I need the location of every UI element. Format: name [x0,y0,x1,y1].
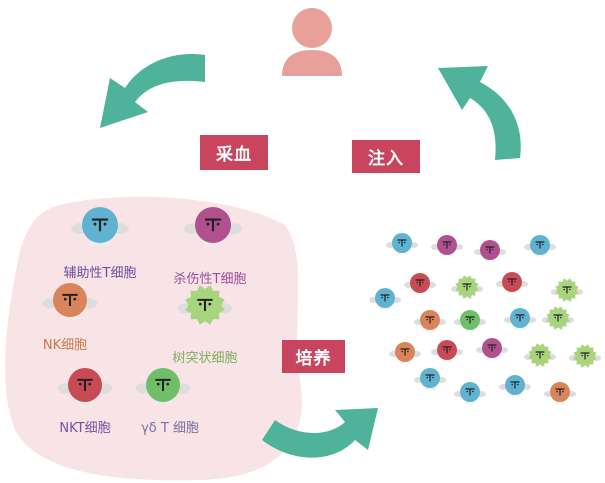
cultured-nkt-cell-icon [431,340,463,362]
cultured-nkt-cell-icon [496,272,528,294]
cultured-nk-cell-icon [414,310,446,332]
step-collect-blood: 采血 [200,135,268,170]
cultured-helper-t-cell-icon [369,288,401,310]
cell-group-blob [5,196,302,481]
cultured-dendritic-cell-icon [451,275,483,299]
killer-t-cell-label: 杀伤性T细胞 [173,272,247,287]
arrow-collect-icon [100,54,205,128]
nk-cell-icon [42,283,98,320]
cultured-gamma-delta-t-cell-icon [454,310,486,332]
dendritic-cell-icon [177,285,233,325]
cultured-dendritic-cell-icon [551,278,583,302]
cultured-helper-t-cell-icon [454,382,486,404]
nk-cell-label: NK细胞 [42,338,88,353]
helper-t-cell-icon [71,207,129,246]
dendritic-cell-label: 树突状细胞 [172,351,238,366]
cultured-helper-t-cell-icon [524,235,556,257]
cultured-nkt-cell-icon [404,273,436,295]
nkt-cell-label: NKT细胞 [59,421,111,436]
person-icon [282,8,342,76]
cultured-helper-t-cell-icon [499,375,531,397]
cultured-killer-t-cell-icon [476,338,508,360]
killer-t-cell-icon [184,207,242,246]
cultured-killer-t-cell-icon [431,235,463,257]
cultured-killer-t-cell-icon [474,240,506,262]
cultured-helper-t-cell-icon [386,233,418,255]
arrow-inject-icon [438,66,521,160]
step-inject: 注入 [352,140,420,173]
cultured-helper-t-cell-icon [414,368,446,390]
cultured-dendritic-cell-icon [569,344,601,368]
arrow-culture-icon [262,408,378,458]
cultured-nk-cell-icon [389,342,421,364]
cultured-helper-t-cell-icon [504,308,536,330]
helper-t-cell-label: 辅助性T细胞 [63,266,137,281]
nkt-cell-icon [57,368,113,405]
cultured-nk-cell-icon [544,382,576,404]
cultured-dendritic-cell-icon [542,306,574,330]
step-culture: 培养 [282,340,345,373]
cultured-dendritic-cell-icon [524,343,556,367]
gamma-delta-t-cell-icon [135,368,191,405]
gamma-delta-t-cell-label: γδ T 细胞 [141,421,199,436]
